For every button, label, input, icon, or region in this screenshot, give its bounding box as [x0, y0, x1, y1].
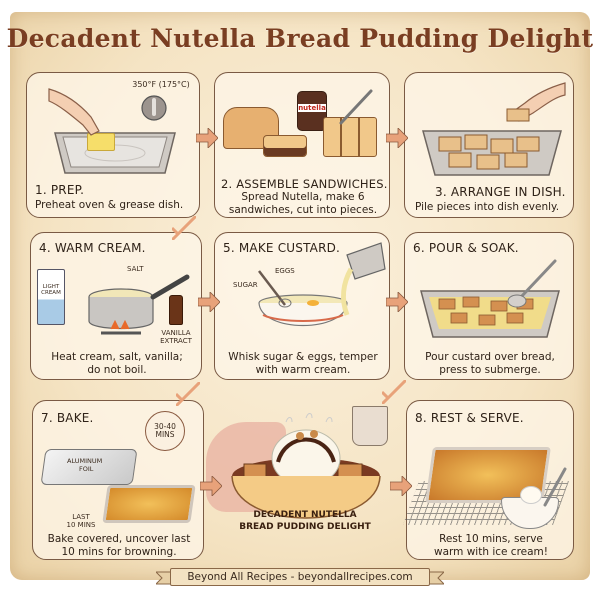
- step-7-description-line2: 10 mins for browning.: [61, 546, 177, 558]
- baking-dish-icon: [422, 130, 562, 176]
- temperature-label: 350°F (175°C): [132, 80, 190, 89]
- footer-credit-banner: Beyond All Recipes - beyondallrecipes.co…: [170, 568, 430, 586]
- step-4-description-line1: Heat cream, salt, vanilla;: [51, 351, 183, 363]
- step-3-description: Pile pieces into dish evenly.: [415, 201, 560, 213]
- sandwich-pieces-icon: [323, 117, 377, 157]
- foil-label-line2: FOIL: [79, 465, 94, 473]
- spoon-icon: [543, 467, 567, 507]
- bowl-text-line2: BREAD PUDDING DELIGHT: [239, 522, 371, 532]
- sugar-label: SUGAR: [233, 281, 258, 289]
- bread-pudding-bowl-icon: [231, 413, 381, 519]
- saucepan-icon: [88, 274, 190, 335]
- step-5-description-line1: Whisk sugar & eggs, temper: [228, 351, 378, 363]
- arrow-right-icon: [386, 292, 408, 312]
- vanilla-label-line1: VANILLA: [161, 329, 191, 337]
- step-5-description-line2: with warm cream.: [255, 364, 351, 376]
- step-6-panel: 6. POUR & SOAK. Pour custard over bread,…: [404, 232, 574, 380]
- page-title: Decadent Nutella Bread Pudding Delight: [6, 24, 594, 53]
- saucepan-pour-icon: [341, 242, 386, 316]
- last-label-line1: LAST: [72, 513, 90, 521]
- ice-cream-icon: [520, 486, 542, 504]
- step-6-description-line2: press to submerge.: [439, 364, 541, 376]
- step-4-description-line2: do not boil.: [87, 364, 147, 376]
- spoon-icon: [507, 259, 557, 308]
- vanilla-bottle-icon: [169, 295, 183, 325]
- butter-icon: [87, 133, 115, 151]
- step-5-title: 5. MAKE CUSTARD.: [223, 241, 341, 255]
- baked-dish-icon: [102, 485, 196, 523]
- arrow-right-icon: [196, 128, 218, 148]
- arrow-down-left-icon: [176, 382, 200, 406]
- nutella-jar-label: nutella: [298, 104, 326, 112]
- eggs-label: EGGS: [275, 267, 295, 275]
- cream-carton-icon: LIGHT CREAM: [37, 269, 65, 325]
- arrow-right-icon: [386, 128, 408, 148]
- timer-label-line1: 30-40: [154, 422, 176, 431]
- step-3-title: 3. ARRANGE IN DISH.: [435, 185, 566, 199]
- step-4-title: 4. WARM CREAM.: [39, 241, 146, 255]
- step-7-title: 7. BAKE.: [41, 411, 94, 425]
- step-3-panel: 3. ARRANGE IN DISH. Pile pieces into dis…: [404, 72, 574, 218]
- vanilla-label-line2: EXTRACT: [160, 337, 192, 345]
- oven-dial-icon: [141, 95, 167, 121]
- step-7-description-line1: Bake covered, uncover last: [47, 533, 191, 545]
- arrow-down-left-icon: [172, 216, 196, 240]
- step-4-panel: 4. WARM CREAM. LIGHT CREAM SALT VANILLA …: [30, 232, 202, 380]
- step-7-panel: 7. BAKE. 30-40 MINS ALUMINUM FOIL LAST 1…: [32, 400, 204, 560]
- step-8-title: 8. REST & SERVE.: [415, 411, 524, 425]
- hand-icon: [48, 88, 100, 136]
- coffee-mug-icon: [352, 406, 388, 446]
- step-2-description-line2: sandwiches, cut into pieces.: [228, 204, 378, 216]
- step-5-panel: 5. MAKE CUSTARD. SUGAR EGGS Whisk sugar …: [214, 232, 390, 380]
- bowl-text-line1: DECADENT NUTELLA: [253, 510, 357, 520]
- arrow-down-left-icon: [382, 380, 406, 404]
- banner-tail-left-icon: [156, 571, 172, 585]
- footer-credit[interactable]: Beyond All Recipes - beyondallrecipes.co…: [187, 571, 413, 583]
- step-8-description-line1: Rest 10 mins, serve: [439, 533, 543, 545]
- salt-label: SALT: [127, 265, 144, 273]
- arrow-right-icon: [198, 292, 220, 312]
- center-illustration: DECADENT NUTELLA BREAD PUDDING DELIGHT: [206, 392, 404, 564]
- timer-icon: 30-40 MINS: [145, 411, 185, 451]
- step-1-panel: 350°F (175°C) 1. PREP. Preheat oven & gr…: [26, 72, 200, 218]
- whisk-icon: [258, 270, 292, 308]
- timer-label-line2: MINS: [155, 430, 175, 439]
- step-2-description-line1: Spread Nutella, make 6: [241, 191, 365, 203]
- foil-label-line1: ALUMINUM: [67, 457, 103, 465]
- banner-tail-right-icon: [428, 571, 444, 585]
- step-8-description-line2: warm with ice cream!: [433, 546, 548, 558]
- sandwich-icon: [263, 135, 307, 157]
- arrow-right-icon: [200, 476, 222, 496]
- step-1-title: 1. PREP.: [35, 183, 85, 197]
- carton-label: LIGHT CREAM: [41, 284, 61, 296]
- knife-icon: [339, 89, 373, 125]
- hand-icon: [506, 82, 566, 122]
- nutella-jar-icon: nutella: [297, 91, 327, 131]
- step-1-description: Preheat oven & grease dish.: [35, 199, 184, 211]
- arrow-right-icon: [390, 476, 412, 496]
- step-2-title: 2. ASSEMBLE SANDWICHES.: [221, 177, 388, 191]
- step-6-description-line1: Pour custard over bread,: [425, 351, 555, 363]
- last-label-line2: 10 MINS: [66, 521, 96, 529]
- step-8-panel: 8. REST & SERVE. Rest 10 mins, serve war…: [402, 400, 574, 560]
- step-6-title: 6. POUR & SOAK.: [413, 241, 519, 255]
- step-2-panel: nutella 2. ASSEMBLE SANDWICHES. Spread N…: [214, 72, 390, 218]
